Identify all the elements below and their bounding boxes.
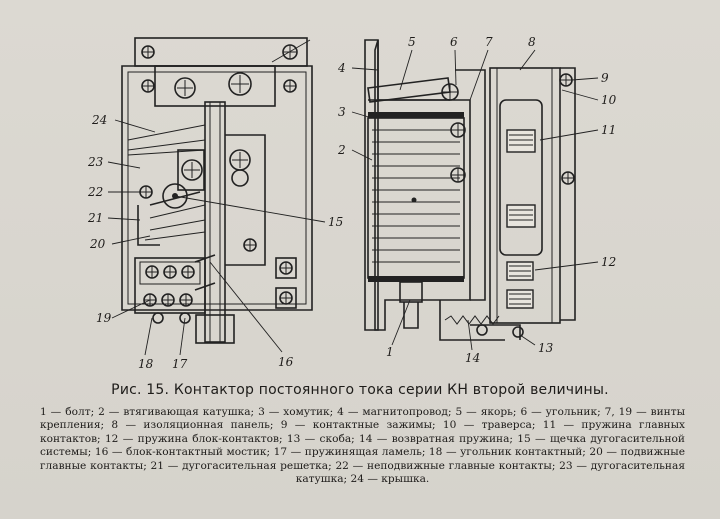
label-11: 11 <box>601 123 616 137</box>
label-9: 9 <box>601 71 609 85</box>
label-5: 5 <box>408 35 416 49</box>
label-14: 14 <box>465 351 480 365</box>
label-16: 16 <box>278 355 294 369</box>
label-10: 10 <box>601 93 617 107</box>
figure-legend: 1 — болт; 2 — втягивающая катушка; 3 — х… <box>40 406 685 486</box>
front-view <box>121 37 313 344</box>
label-8: 8 <box>528 35 536 49</box>
label-2: 2 <box>337 143 346 157</box>
part-labels: 24 23 22 21 20 19 18 17 16 15 1 14 13 12… <box>87 35 617 370</box>
leader-lines <box>107 39 599 356</box>
label-13: 13 <box>538 341 554 355</box>
label-6: 6 <box>450 35 458 49</box>
label-24: 24 <box>91 113 107 127</box>
label-19: 19 <box>96 311 112 325</box>
label-23: 23 <box>87 155 104 169</box>
label-7: 7 <box>485 35 493 49</box>
contactor-figure: 24 23 22 21 20 19 18 17 16 15 1 14 13 12… <box>87 35 617 370</box>
label-21: 21 <box>87 211 103 225</box>
side-view <box>364 39 576 341</box>
label-22: 22 <box>87 185 103 199</box>
label-4: 4 <box>337 61 346 75</box>
label-1: 1 <box>386 345 394 359</box>
label-3: 3 <box>338 105 346 119</box>
label-15: 15 <box>328 215 343 229</box>
figure-caption: Рис. 15. Контактор постоянного тока сери… <box>111 382 609 398</box>
label-17: 17 <box>172 357 188 370</box>
label-18: 18 <box>138 357 154 370</box>
label-12: 12 <box>601 255 616 269</box>
label-20: 20 <box>89 237 106 251</box>
